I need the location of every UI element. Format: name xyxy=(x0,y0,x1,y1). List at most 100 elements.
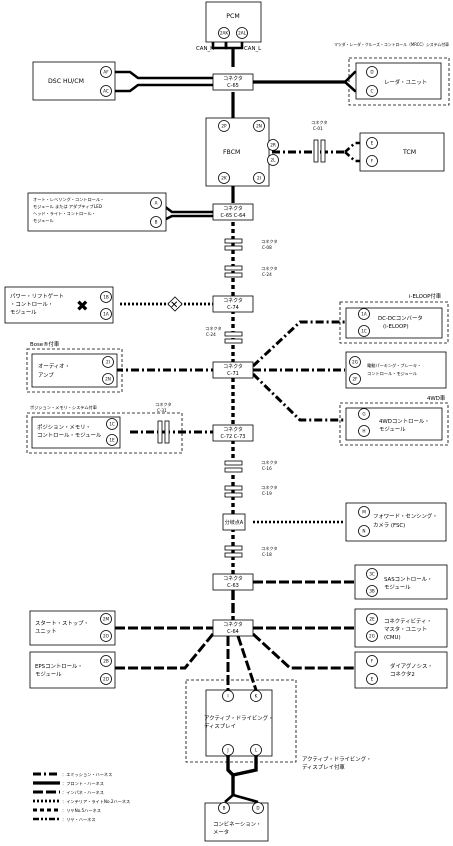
connector-pin xyxy=(150,197,162,209)
active-driving-display-module: I K アクティブ・ドライビング・ ディスプレイ J L xyxy=(204,689,273,757)
label-pins-pcm-l: 2AL xyxy=(238,31,247,36)
connector-pin xyxy=(253,172,265,184)
connector-pin xyxy=(250,744,262,756)
label-modules-power-lg-3: モジュール xyxy=(10,309,37,316)
connector-pin xyxy=(366,585,378,597)
label-connectors-label: コネクタ xyxy=(223,621,243,628)
label-modules-audio-2: アンプ xyxy=(38,372,54,379)
label-connectors-label: コネクタ xyxy=(261,545,278,552)
connector-pin xyxy=(366,630,378,642)
label-pins-fsc-h: M xyxy=(362,510,366,515)
label-pins-fbcm-4: 2L xyxy=(271,158,277,163)
label-connectors-c24b: C-24 xyxy=(206,332,216,337)
connector-pin xyxy=(100,85,112,97)
label-connectors-c63: C-63 xyxy=(227,583,239,589)
label-modules-auto-level-1: オート・レベリング・コントロール・ xyxy=(33,196,104,203)
label-modules-sas-2: モジュール xyxy=(384,584,411,591)
label-connectors-c71: C-71 xyxy=(227,371,239,377)
label-pins-pm-l: 1E xyxy=(109,438,115,443)
ad-group-label-1: アクティブ・ドライビング・ xyxy=(302,755,371,763)
label-modules-ss-2: ユニット xyxy=(35,628,57,635)
label-pins-eps-l: 2D xyxy=(103,677,109,682)
label-connectors-c08: C-08 xyxy=(262,245,272,250)
label-modules-sas-1: SASコントロール・ xyxy=(384,576,432,583)
connector-pin xyxy=(218,172,230,184)
sas-module: 3C 3B SASコントロール・ モジュール xyxy=(354,564,448,600)
label-modules-ad-1: アクティブ・ドライビング・ xyxy=(204,714,273,722)
label-pins-plg-h: 1B xyxy=(103,295,109,300)
connector-pin xyxy=(100,291,112,303)
connector-pin xyxy=(358,506,370,518)
x-small-icon: ✕ xyxy=(170,300,178,311)
label-connectors-label: コネクタ xyxy=(261,459,278,466)
label-connectors-c74: C-74 xyxy=(227,305,239,311)
label-legend-2-label: ：インパネ・ハーネス xyxy=(62,790,104,796)
label-legend-5-label: ：リヤ・ハーネス xyxy=(62,817,96,823)
dcdc-converter-module: 1A 1C DC-DCコンバータ (i-ELOOP) xyxy=(345,307,443,339)
label-pins-plg-l: 1A xyxy=(103,312,109,317)
connector-pin xyxy=(100,655,112,667)
connector-c74: コネクタ C-74 xyxy=(212,295,254,313)
label-pins-ad-4: L xyxy=(255,748,258,753)
label-pins-tcm-h: E xyxy=(371,141,374,146)
splice-a: 分岐点A xyxy=(222,513,246,531)
connector-c65: コネクタ C-65 xyxy=(212,73,254,91)
connector-pin xyxy=(222,690,234,702)
connector-pin xyxy=(252,802,264,814)
connector-pin xyxy=(366,613,378,625)
label-modules-dcdc-1: DC-DCコンバータ xyxy=(378,314,423,322)
label-pins-sas-l: 3B xyxy=(369,589,375,594)
label-pins-fbcm-2: 2N xyxy=(256,124,262,129)
connector-pin xyxy=(100,630,112,642)
label-legend-3-label: ：インテリア・ライトNo.2ハーネス xyxy=(62,799,130,805)
label-modules-fsc-1: フォワード・センシング・ xyxy=(373,512,438,520)
label-pins-ad-1: I xyxy=(227,694,228,699)
label-modules-epb-2: コントロール・モジュール xyxy=(367,371,417,376)
label-pins-tcm-l: F xyxy=(371,159,374,164)
connector-c01: コネクタ C-01 xyxy=(311,119,328,163)
label-pins-pm-h: 1C xyxy=(109,422,115,427)
label-pins-combi-h: B xyxy=(223,806,226,811)
connector-pin xyxy=(150,216,162,228)
connector-pin xyxy=(100,673,112,685)
can-l-label: CAN_L xyxy=(244,46,261,52)
label-connectors-c19: C-19 xyxy=(262,491,272,496)
bose-group-label: Bose®付車 xyxy=(30,340,60,348)
label-modules-auto-level-3: ヘッド・ライト・コントロール・ xyxy=(33,211,96,217)
connector-pin xyxy=(366,568,378,580)
connector-c19: コネクタ C-19 xyxy=(224,484,278,498)
label-modules-cmu-1: コネクティビティ・ xyxy=(384,617,432,625)
posmem-group-label: ポジション・メモリ・システム付車 xyxy=(30,404,97,411)
label-modules-ss-1: スタート・ストップ・ xyxy=(35,619,89,627)
connector-c72-c73: コネクタ C-72 C-73 xyxy=(212,424,254,442)
connector-pin xyxy=(106,418,118,430)
awd-group-label: 4WD車 xyxy=(427,394,446,402)
label-connectors-c16: C-16 xyxy=(262,466,272,471)
pcm-module: PCM 2AK 2AL xyxy=(205,1,262,43)
label-modules-auto-level-4: モジュール xyxy=(33,218,54,223)
pin-2al xyxy=(236,27,248,39)
label-pins-dcdc-h: 1A xyxy=(361,312,367,317)
label-pins-epb-l: 2F xyxy=(352,377,358,382)
label-modules-diag-2: コネクタ2 xyxy=(390,670,415,678)
label-modules-combi-2: メータ xyxy=(213,828,229,836)
label-connectors-label: コネクタ xyxy=(261,484,278,491)
label-pins-fbcm-5: 2K xyxy=(221,176,227,181)
label-connectors-c01: C-01 xyxy=(313,126,323,131)
label-pins-ad-3: J xyxy=(226,748,228,753)
awd-module: G H 4WDコントロール・ モジュール xyxy=(345,407,443,441)
label-modules-awd-1: 4WDコントロール・ xyxy=(379,418,430,425)
connector-pin xyxy=(267,139,279,151)
connector-pin xyxy=(218,120,230,132)
label-connectors-c7273: C-72 C-73 xyxy=(221,434,246,440)
label-pins-diag-h: F xyxy=(371,659,374,664)
label-connectors-label: コネクタ xyxy=(261,238,278,245)
label-pins-audio-l: 2N xyxy=(105,377,111,382)
connector-pin xyxy=(100,66,112,78)
auto-leveling-module: オート・レベリング・コントロール・ モジュール または アダプティブLED ヘッ… xyxy=(27,192,167,232)
label-connectors-label: コネクタ xyxy=(223,205,243,212)
tcm-label: TCM xyxy=(402,149,416,156)
radar-label: レーダ・ユニット xyxy=(384,78,427,86)
label-modules-cmu-2: マスタ・ユニット xyxy=(384,625,427,633)
connector-pin xyxy=(267,154,279,166)
